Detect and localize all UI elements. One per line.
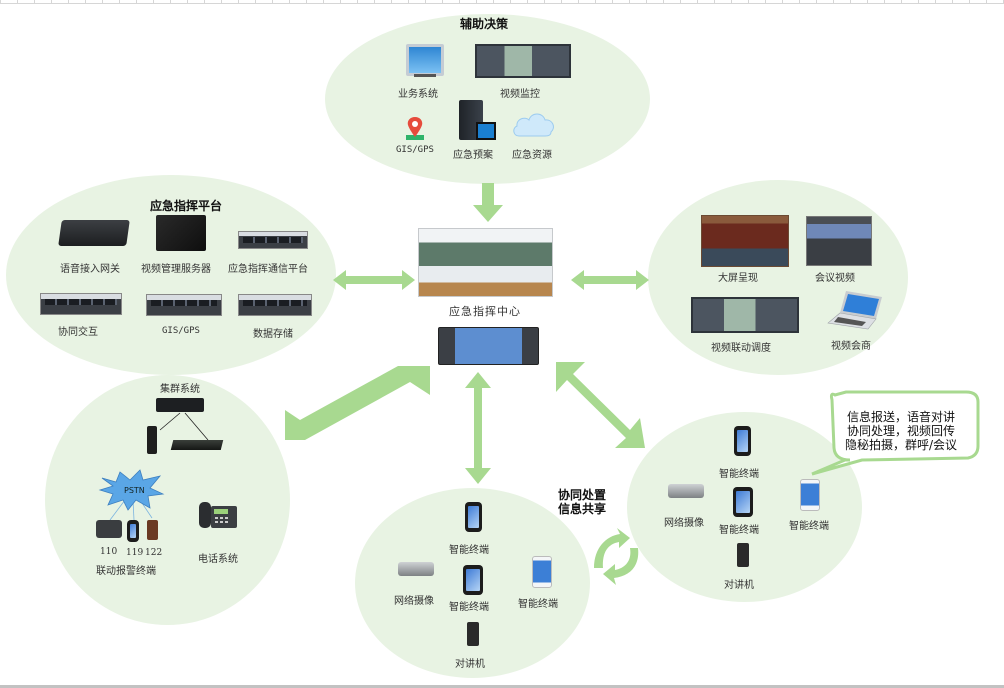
dispatch-console-icon (438, 327, 539, 365)
video-wall-icon (475, 44, 571, 78)
label-video-mgmt-server: 视频管理服务器 (141, 264, 211, 275)
label-conference-video: 会议视频 (815, 273, 855, 284)
label-comm-platform: 应急指挥通信平台 (228, 264, 308, 275)
label-smart-terminal-l2: 智能终端 (449, 602, 489, 613)
label-walkie-talkie-r: 对讲机 (724, 580, 754, 591)
android-phone-icon (532, 556, 552, 588)
command-platform-title: 应急指挥平台 (150, 199, 223, 213)
label-smart-terminal-l1: 智能终端 (449, 545, 489, 556)
android-phone-icon (800, 479, 820, 511)
trunk-line-switch (184, 412, 209, 441)
cycle-arrow-down (603, 548, 639, 585)
command-platform-ellipse (6, 175, 336, 375)
cycle-arrow-up (594, 528, 630, 568)
arrow-vertical-field (465, 372, 491, 484)
label-walkie-talkie-l: 对讲机 (455, 659, 485, 670)
trunk-line-radio (159, 412, 181, 431)
arrow-diag-field-right (556, 362, 645, 448)
label-video-linkage: 视频联动调度 (711, 343, 771, 354)
radio-pager-icon (147, 520, 158, 540)
ip-camera-icon (398, 562, 434, 576)
arrow-left-platform (333, 270, 415, 290)
smartphone-icon (127, 520, 139, 542)
label-alarm-110: 110 (100, 547, 118, 557)
rack-server-icon (40, 293, 122, 315)
label-trunk-system: 集群系统 (160, 384, 200, 395)
rack-server-icon (238, 231, 308, 249)
bubble-line2: 协同处理，视频回传 (846, 424, 955, 438)
video-wall-icon (691, 297, 799, 333)
label-ip-camera-l: 网络摄像 (394, 596, 434, 607)
label-gis-gps-aux: GIS/GPS (396, 145, 434, 155)
cloud-icon (511, 110, 557, 138)
laptop-icon (826, 289, 884, 331)
label-ip-camera-r: 网络摄像 (664, 518, 704, 529)
walkie-talkie-icon (147, 426, 157, 454)
rack-server-icon (146, 294, 222, 316)
monitor-stand-icon (414, 74, 436, 77)
desk-phone-icon (96, 520, 122, 538)
label-alarm-122: 122 (145, 548, 163, 558)
aux-decision-ellipse (325, 14, 650, 184)
command-center-room-icon (418, 228, 553, 297)
bubble-line1: 信息报送，语音对讲 (846, 410, 955, 424)
pstn-line-110 (109, 499, 126, 521)
walkie-talkie-icon (467, 622, 479, 646)
smartphone-icon (734, 426, 751, 456)
comms-ellipse (45, 375, 290, 625)
label-emergency-resources: 应急资源 (512, 150, 552, 161)
server-screen-icon (476, 122, 496, 140)
tablet-icon (733, 487, 753, 517)
map-pin-icon (404, 115, 426, 141)
desk-phone-icon (199, 500, 239, 530)
walkie-talkie-icon (737, 543, 749, 567)
server-box-icon (156, 215, 206, 251)
label-smart-terminal-r3: 智能终端 (789, 521, 829, 532)
label-video-monitoring: 视频监控 (500, 89, 540, 100)
tablet-icon (463, 565, 483, 595)
arrow-down-from-aux (473, 183, 503, 222)
sheet-column-grid (0, 0, 1004, 4)
collab-line1: 协同处置 (558, 488, 607, 502)
smartphone-icon (465, 502, 482, 532)
trunk-router-icon (156, 398, 204, 412)
collab-line2: 信息共享 (558, 502, 607, 516)
speech-bubble (811, 390, 980, 476)
label-emergency-plan: 应急预案 (453, 150, 493, 161)
label-phone-system: 电话系统 (198, 554, 238, 565)
arrow-right-display (571, 270, 649, 290)
label-big-screen: 大屏呈现 (718, 273, 758, 284)
label-voice-gateway: 语音接入网关 (60, 264, 120, 275)
gateway-icon (58, 220, 130, 246)
bubble-text: 信息报送，语音对讲 协同处理，视频回传 隐秘拍摄，群呼/会议 (840, 410, 962, 452)
label-smart-terminal-r2: 智能终端 (719, 525, 759, 536)
monitor-icon (406, 44, 444, 76)
network-switch-icon (170, 440, 224, 450)
label-pstn: PSTN (124, 486, 145, 495)
label-data-storage: 数据存储 (253, 329, 293, 340)
aux-decision-title: 辅助决策 (460, 17, 509, 31)
label-collab-interaction: 协同交互 (58, 327, 98, 338)
conference-video-icon (806, 216, 872, 266)
bubble-line3: 隐秘拍摄，群呼/会议 (844, 438, 958, 452)
rack-server-icon (238, 294, 312, 316)
big-screen-icon (701, 215, 789, 267)
label-alarm-terminal: 联动报警终端 (96, 566, 156, 577)
label-smart-terminal-l3: 智能终端 (518, 599, 558, 610)
ip-camera-icon (668, 484, 704, 498)
arrow-diag-comms (285, 366, 430, 440)
label-smart-terminal-r1: 智能终端 (719, 469, 759, 480)
sheet-bottom-border (0, 685, 1004, 688)
pstn-cloud-icon (98, 469, 165, 511)
label-command-center: 应急指挥中心 (449, 305, 521, 318)
display-ellipse (648, 180, 908, 375)
label-gis-gps-platform: GIS/GPS (162, 326, 200, 336)
label-alarm-119: 119 (126, 548, 144, 558)
label-business-system: 业务系统 (398, 89, 438, 100)
label-video-consult: 视频会商 (831, 341, 871, 352)
